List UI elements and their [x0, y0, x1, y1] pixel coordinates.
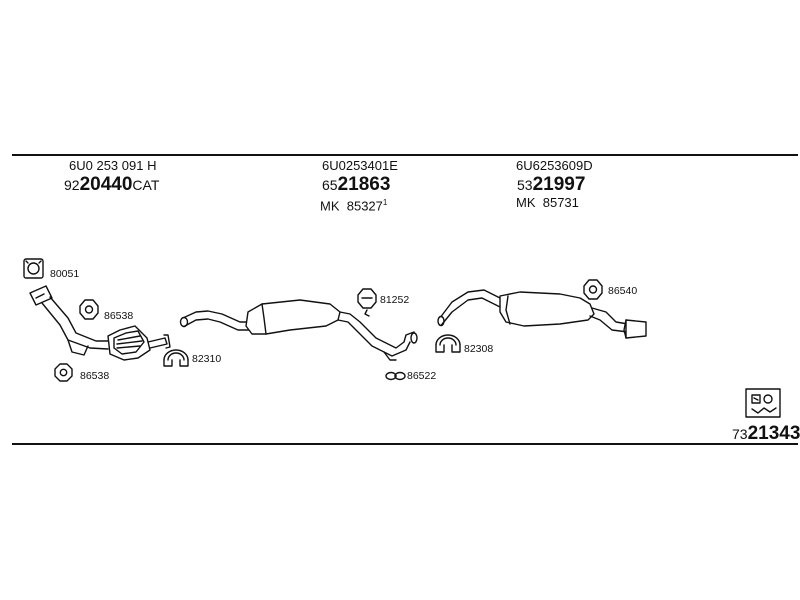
rear-silencer-drawing — [437, 289, 647, 339]
mk-note-2: 1 — [382, 198, 388, 207]
part-code-2: 6U0253401E — [322, 158, 398, 173]
part-number-1-suffix: CAT — [132, 177, 160, 193]
label-rubber-mount-bottom: 86538 — [80, 370, 110, 382]
part-number-3-prefix: 53 — [517, 177, 533, 193]
label-rubber-mount-81252: 81252 — [380, 294, 410, 306]
gasket-icon — [23, 258, 44, 279]
top-rule — [12, 154, 798, 156]
kit-number-prefix: 73 — [732, 426, 748, 442]
mk-label-3: MK — [516, 195, 536, 210]
part-code-3: 6U6253609D — [516, 158, 593, 173]
part-number-1-prefix: 92 — [64, 177, 80, 193]
kit-number-main: 21343 — [747, 423, 800, 444]
rubber-mount-icon — [583, 279, 603, 300]
part-number-2-main: 21863 — [337, 174, 391, 195]
label-rubber-mount-86540: 86540 — [608, 285, 638, 297]
part-number-2: 6521863 — [322, 175, 390, 196]
kit-icon — [745, 388, 781, 418]
label-gasket: 80051 — [50, 268, 80, 280]
kit-number: 7321343 — [732, 424, 800, 445]
label-bracket-86522: 86522 — [407, 370, 437, 382]
middle-silencer-drawing — [179, 299, 418, 361]
bracket-icon — [385, 371, 406, 381]
part-number-3-main: 21997 — [532, 174, 586, 195]
rubber-mount-icon — [54, 363, 73, 382]
label-clamp-82308: 82308 — [464, 343, 494, 355]
clamp-icon — [435, 334, 461, 353]
rubber-mount-icon — [79, 299, 99, 320]
bottom-rule — [12, 443, 798, 445]
mk-value-2: 85327 — [346, 198, 383, 214]
mk-line-2: MK 853271 — [320, 195, 387, 213]
mk-line-3: MK 85731 — [516, 195, 579, 210]
label-clamp-82310: 82310 — [192, 353, 222, 365]
label-rubber-mount-top: 86538 — [104, 310, 134, 322]
part-code-1: 6U0 253 091 H — [69, 158, 157, 173]
catalytic-converter-drawing — [29, 285, 171, 361]
part-number-3: 5321997 — [517, 175, 585, 196]
mk-label-2: MK — [320, 198, 340, 214]
clamp-icon — [163, 349, 189, 367]
rubber-mount-icon — [357, 288, 377, 317]
part-number-1-main: 20440 — [79, 174, 133, 195]
mk-value-3: 85731 — [542, 195, 579, 210]
part-number-2-prefix: 65 — [322, 177, 338, 193]
part-number-1: 9220440CAT — [64, 175, 159, 196]
